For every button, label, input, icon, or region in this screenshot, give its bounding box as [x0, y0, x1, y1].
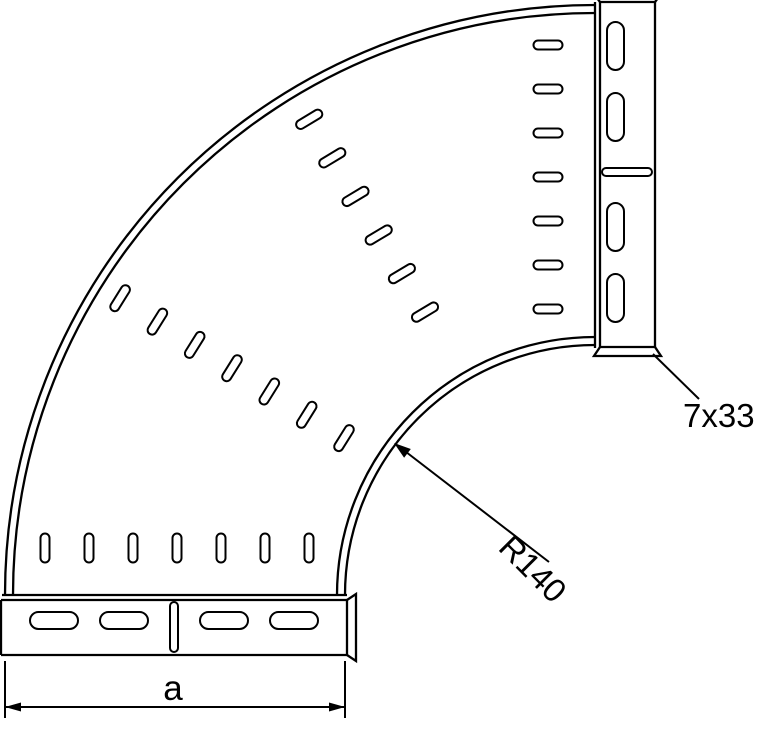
- tray-perforation-slot: [295, 108, 324, 130]
- right-flange-slot: [606, 202, 625, 252]
- tray-perforation-slot: [341, 185, 370, 208]
- tray-perforation-slot: [295, 400, 318, 429]
- tray-perforation-slot: [171, 532, 183, 564]
- radius-arrow-line: [396, 444, 550, 563]
- tray-perforation-slot: [364, 224, 393, 246]
- tray-inner-edge-arc: [343, 343, 596, 596]
- tray-perforation-slot: [83, 532, 95, 564]
- tray-perforation-slot: [183, 330, 206, 359]
- bottom-flange-slot: [29, 611, 79, 630]
- tray-perforation-slot: [532, 39, 564, 51]
- bottom-flange-center-slot: [169, 601, 179, 653]
- tray-perforation-slot: [532, 127, 564, 139]
- tray-perforation-slot: [410, 301, 440, 323]
- tray-outer-edge-arc: [3, 3, 596, 596]
- bottom-flange-slot: [99, 611, 149, 630]
- tray-inner-rail-outer-arc: [335, 335, 596, 596]
- tray-perforation-slot: [387, 262, 416, 285]
- right-flange-slot: [606, 273, 625, 323]
- tray-perforation-slot: [258, 377, 281, 406]
- leader-line: [652, 353, 700, 400]
- right-flange-slot: [606, 92, 625, 142]
- tray-perforation-slot: [532, 215, 564, 227]
- tray-perforation-slot: [303, 532, 315, 564]
- drawing-layer: [0, 0, 700, 718]
- slot-dimension-label: 7x33: [683, 397, 755, 434]
- width-dimension-label: a: [163, 669, 183, 708]
- tray-perforation-slot: [532, 83, 564, 95]
- radius-arrowhead: [394, 443, 411, 458]
- bottom-flange-slot: [269, 611, 319, 630]
- tray-perforation-slot: [221, 354, 243, 383]
- tray-perforation-slot: [215, 532, 227, 564]
- right-flange-center-slot: [601, 167, 653, 177]
- tray-perforation-slot: [532, 259, 564, 271]
- tray-outer-rail-inner-arc: [11, 11, 596, 596]
- bottom-flange-right-tab: [346, 591, 358, 664]
- tray-perforation-slot: [532, 171, 564, 183]
- dim-arrowhead-right: [329, 702, 345, 712]
- tray-perforation-slot: [532, 303, 564, 315]
- tray-perforation-slot: [109, 284, 131, 313]
- radius-label: R140: [492, 528, 574, 610]
- right-flange-slot: [606, 21, 625, 71]
- right-flange-top-tab: [597, 0, 658, 3]
- tray-perforation-slot: [127, 532, 139, 564]
- tray-perforation-slot: [146, 307, 169, 336]
- dim-arrowhead-left: [5, 702, 21, 712]
- tray-perforation-slot: [259, 532, 271, 564]
- tray-perforation-slot: [39, 532, 51, 564]
- tray-perforation-slot: [318, 147, 347, 169]
- bottom-flange-slot: [199, 611, 249, 630]
- right-flange-bottom-tab: [591, 346, 664, 358]
- tray-perforation-slot: [333, 424, 355, 453]
